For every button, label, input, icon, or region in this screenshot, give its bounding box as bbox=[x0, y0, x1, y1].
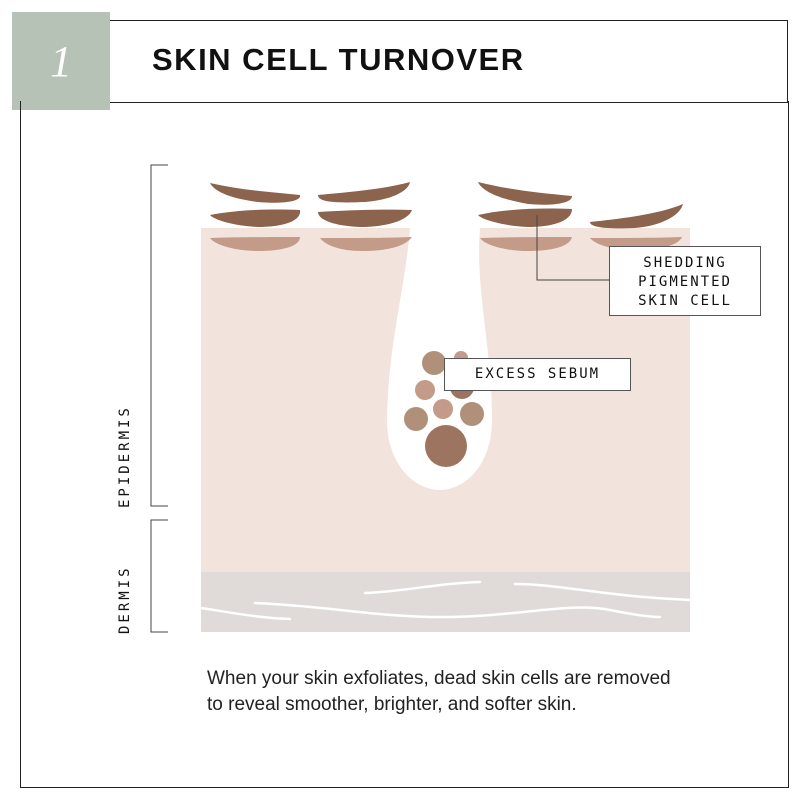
caption-line: to reveal smoother, brighter, and softer… bbox=[207, 694, 577, 715]
epidermis-bracket bbox=[150, 164, 168, 507]
step-number-badge: 1 bbox=[12, 12, 110, 110]
dermis-bracket bbox=[150, 519, 168, 633]
step-number: 1 bbox=[50, 36, 72, 86]
excess-sebum-callout: EXCESS SEBUM bbox=[444, 358, 631, 391]
content-frame bbox=[20, 101, 789, 788]
dermis-label: DERMIS bbox=[117, 565, 133, 634]
page-title: SKIN CELL TURNOVER bbox=[152, 42, 525, 77]
shedding-cell-callout: SHEDDING PIGMENTED SKIN CELL bbox=[609, 246, 761, 316]
header-box bbox=[110, 20, 788, 103]
shedding-leader-line bbox=[536, 215, 609, 281]
epidermis-label: EPIDERMIS bbox=[117, 405, 133, 508]
caption-line: When your skin exfoliates, dead skin cel… bbox=[207, 668, 671, 689]
callout-line: SKIN CELL bbox=[638, 293, 732, 309]
dermis-layer bbox=[201, 572, 690, 632]
callout-line: PIGMENTED bbox=[638, 274, 732, 290]
dermis-fibers bbox=[199, 580, 692, 621]
callout-line: SHEDDING bbox=[643, 255, 727, 271]
caption: When your skin exfoliates, dead skin cel… bbox=[207, 666, 671, 718]
